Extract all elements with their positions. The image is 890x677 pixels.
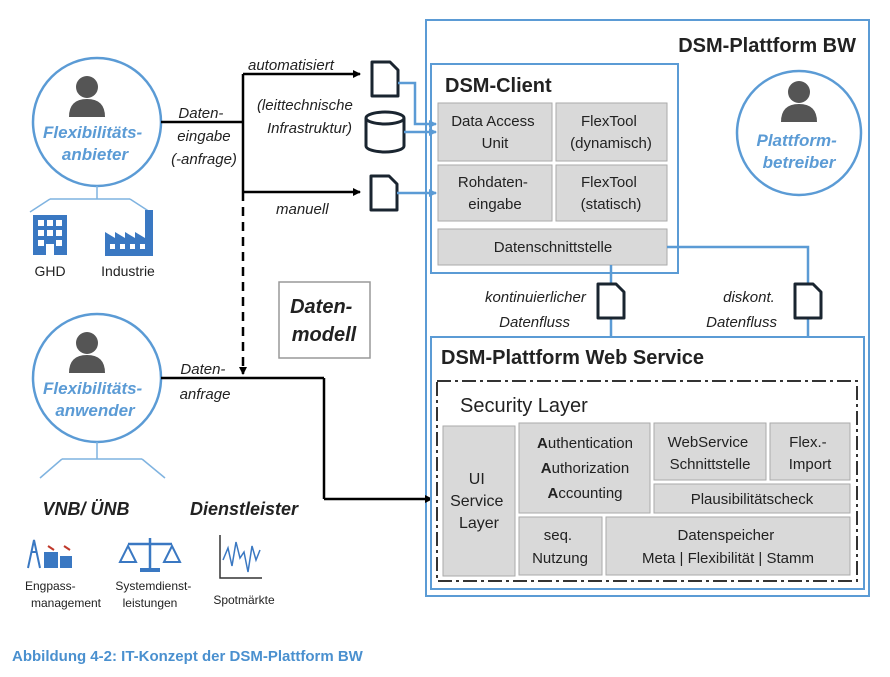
ui-service-layer-label: UI Service Layer bbox=[450, 471, 508, 532]
balance-scale-icon bbox=[118, 538, 182, 572]
accounting-label: Accounting bbox=[547, 485, 622, 502]
ui-service-layer bbox=[442, 425, 516, 577]
datenanfrage-label: Daten- anfrage bbox=[180, 361, 231, 403]
betreiber-person-icon bbox=[781, 81, 817, 122]
infrastruktur-label: (leittechnische Infrastruktur) bbox=[257, 97, 357, 137]
data-access-label: Data Access Unit bbox=[451, 113, 539, 152]
anbieter-tree-right bbox=[129, 198, 151, 213]
document-icon-auto bbox=[370, 60, 400, 98]
systemdienst-label: Systemdienst- leistungen bbox=[115, 579, 194, 610]
auto-to-client-arrow bbox=[398, 81, 437, 128]
figure-caption: Abbildung 4-2: IT-Konzept der DSM-Plattf… bbox=[12, 648, 363, 665]
seq-nutzung bbox=[518, 516, 603, 576]
datenschnittstelle bbox=[437, 228, 668, 266]
building-icon bbox=[33, 215, 67, 255]
engpass-label: Engpass- management bbox=[25, 579, 102, 610]
flextool-statisch-label: FlexTool (statisch) bbox=[581, 174, 642, 213]
document-icon-kontinuierlich bbox=[596, 282, 626, 320]
datenschnittstelle-label: Datenschnittstelle bbox=[494, 239, 612, 256]
anwender-circle bbox=[31, 312, 163, 444]
ghd-label: GHD bbox=[34, 263, 65, 279]
flex-import-label: Flex.- Import bbox=[789, 434, 832, 473]
dienstleister-label: Dienstleister bbox=[190, 499, 299, 519]
authentication-label: Authentication bbox=[537, 435, 633, 452]
diskont-label: diskont. Datenfluss bbox=[706, 289, 779, 331]
datenmodell-box bbox=[278, 281, 371, 359]
client-title: DSM-Client bbox=[445, 75, 552, 97]
anwender-tree-right bbox=[141, 458, 166, 479]
security-layer-label: Security Layer bbox=[460, 395, 588, 417]
webservice-schnittstelle bbox=[653, 422, 767, 481]
anbieter-tree-left bbox=[29, 198, 51, 213]
grid-congestion-icon bbox=[27, 539, 72, 569]
webservice-title: DSM-Plattform Web Service bbox=[441, 347, 704, 369]
industrie-label: Industrie bbox=[101, 263, 155, 279]
price-chart-icon bbox=[219, 535, 262, 579]
plausibilitaetscheck bbox=[653, 483, 851, 514]
datenspeicher-label: Datenspeicher Meta | Flexibilität | Stam… bbox=[642, 527, 814, 567]
data-access-unit bbox=[437, 102, 553, 162]
authentication-rest: uthentication bbox=[548, 435, 633, 452]
seq-nutzung-label: seq. Nutzung bbox=[532, 527, 588, 567]
anwender-tree-left bbox=[39, 458, 63, 479]
plausibilitaetscheck-label: Plausibilitätscheck bbox=[691, 491, 814, 508]
anbieter-person-icon bbox=[69, 76, 105, 117]
datenmodell-label: Daten- modell bbox=[290, 296, 358, 346]
factory-icon bbox=[105, 210, 153, 256]
document-icon-diskont bbox=[793, 282, 823, 320]
spotmaerkte-label: Spotmärkte bbox=[213, 593, 275, 607]
platform-title: DSM-Plattform BW bbox=[678, 35, 856, 57]
manuell-label: manuell bbox=[276, 201, 329, 218]
flextool-dynamisch-label: FlexTool (dynamisch) bbox=[570, 113, 652, 152]
rohdateneingabe bbox=[437, 164, 553, 222]
flextool-dynamisch bbox=[555, 102, 668, 162]
anbieter-circle bbox=[31, 56, 163, 188]
flex-import bbox=[769, 422, 851, 481]
document-icon-manuell bbox=[369, 174, 399, 212]
anwender-person-icon bbox=[69, 332, 105, 373]
automatisiert-label: automatisiert bbox=[248, 57, 335, 74]
aaa-box bbox=[518, 422, 651, 514]
rohdateneingabe-label: Rohdaten- eingabe bbox=[458, 174, 532, 213]
security-layer-frame bbox=[436, 380, 858, 582]
betreiber-label: Plattform- betreiber bbox=[756, 131, 841, 172]
kontinuierlich-label: kontinuierlicher Datenfluss bbox=[485, 289, 590, 331]
betreiber-circle bbox=[735, 69, 863, 197]
flextool-statisch bbox=[555, 164, 668, 222]
vnb-label: VNB/ ÜNB bbox=[42, 499, 129, 519]
webservice-schnittstelle-label: WebService Schnittstelle bbox=[668, 434, 753, 473]
authorization-label: Authorization bbox=[541, 460, 629, 477]
authorization-rest: uthorization bbox=[552, 460, 630, 477]
database-icon bbox=[364, 110, 406, 154]
platform-frame bbox=[425, 19, 870, 597]
anwender-label: Flexibilitäts- anwender bbox=[43, 379, 147, 420]
dateneingabe-label: Daten- eingabe (-anfrage) bbox=[171, 105, 237, 168]
anbieter-label: Flexibilitäts- anbieter bbox=[43, 123, 147, 164]
datenspeicher bbox=[605, 516, 851, 576]
accounting-rest: ccounting bbox=[558, 485, 622, 502]
